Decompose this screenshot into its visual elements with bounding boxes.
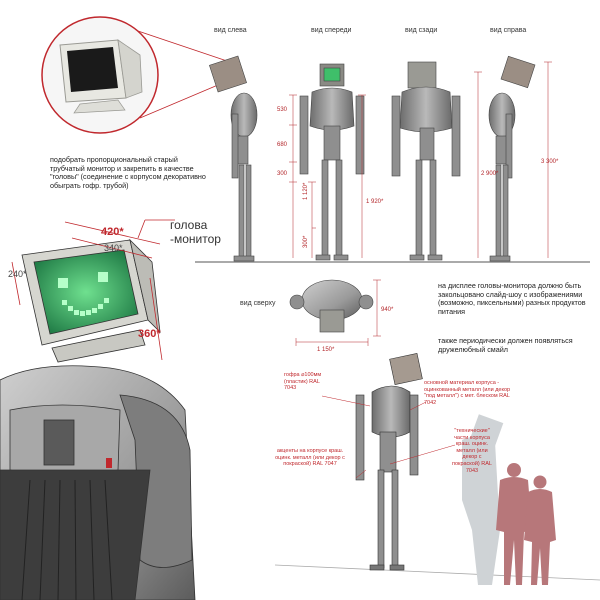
robot-left-view bbox=[209, 55, 258, 262]
monitor-callout bbox=[41, 16, 231, 134]
main-material-note: основной материал корпуса - оцинкованный… bbox=[424, 380, 511, 406]
monitor-head bbox=[21, 238, 161, 363]
dim-head-420: 420* bbox=[101, 226, 124, 238]
dim-940: 940* bbox=[381, 307, 394, 313]
view-front-label: вид спереди bbox=[311, 27, 352, 34]
dim-680: 680 bbox=[277, 142, 288, 148]
human-scale-figures bbox=[496, 463, 556, 585]
dim-1120: 1 120* bbox=[303, 182, 309, 200]
head-monitor-label: голова -монитор bbox=[170, 218, 221, 246]
view-right-label: вид справа bbox=[490, 27, 527, 34]
view-left-label: вид слева bbox=[214, 27, 247, 34]
dim-head-340: 340* bbox=[104, 243, 123, 253]
accents-note: акценты на корпусе краш. оцинк. металл (… bbox=[275, 448, 345, 468]
robot-front-view bbox=[299, 63, 365, 261]
front-dimension-lines bbox=[289, 61, 552, 258]
dim-3300: 3 300* bbox=[541, 159, 559, 165]
dim-530: 530 bbox=[277, 107, 288, 113]
head-dimension-lines bbox=[11, 219, 175, 361]
robot-closeup bbox=[0, 365, 196, 600]
dim-head-360: 360* bbox=[138, 328, 161, 340]
dim-1150: 1 150* bbox=[317, 347, 335, 353]
dim-300a: 300 bbox=[277, 171, 288, 177]
dim-1920: 1 920* bbox=[366, 199, 384, 205]
dim-300b: 300* bbox=[303, 235, 309, 248]
monitor-hint-note: подобрать пропорциональный старый трубча… bbox=[50, 155, 206, 190]
tech-parts-note: "технические" части корпуса краш. оцинк.… bbox=[452, 428, 492, 474]
gofra-note: гофра ⌀100мм (пластик) RAL 7043 bbox=[284, 372, 322, 392]
smile-note: также периодически должен появляться дру… bbox=[438, 336, 573, 354]
robot-top-view bbox=[289, 279, 381, 346]
robot-right-view bbox=[488, 55, 536, 262]
robot-back-view bbox=[391, 61, 461, 261]
view-back-label: вид сзади bbox=[405, 27, 438, 34]
view-top-label: вид сверху bbox=[240, 300, 276, 307]
dim-2900: 2 900* bbox=[481, 171, 499, 177]
robot-silhouette-shadow bbox=[462, 414, 504, 585]
dim-head-240: 240* bbox=[8, 269, 27, 279]
robot-perspective bbox=[274, 353, 600, 581]
display-note: на дисплее головы-монитора должно быть з… bbox=[438, 281, 586, 316]
